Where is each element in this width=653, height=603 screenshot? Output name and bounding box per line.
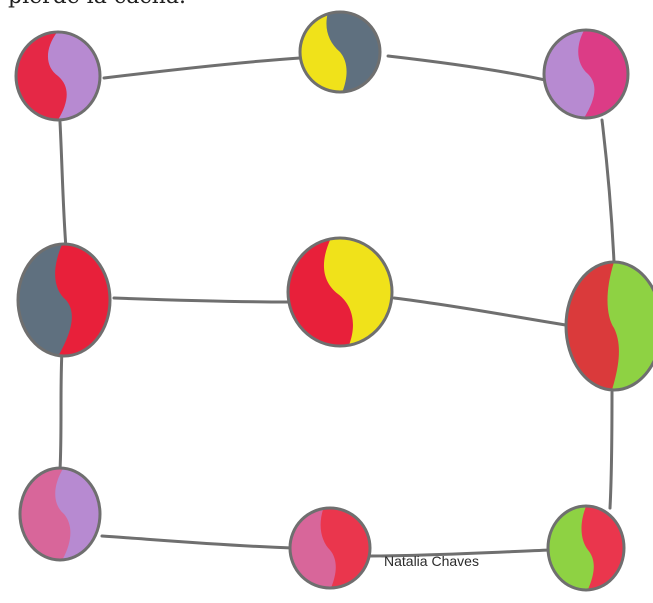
line-center-to-middle-right [394, 298, 572, 326]
line-middle-left-to-bottom-left [60, 350, 62, 470]
line-middle-right-to-bottom-right [610, 392, 612, 508]
line-top-left-to-middle-left [60, 122, 66, 248]
marble-top-left [8, 26, 108, 126]
photo-credit: Natalia Chaves [384, 553, 479, 569]
marble-top-center [290, 2, 390, 102]
line-bottom-left-to-bottom-center [102, 536, 292, 548]
line-middle-left-to-center [114, 298, 288, 302]
marble-bottom-left [10, 464, 110, 564]
marble-bottom-center [280, 498, 380, 598]
marble-center [280, 232, 400, 352]
line-top-right-to-middle-right [602, 120, 614, 262]
marble-bottom-right [536, 498, 636, 598]
marble-middle-right [554, 256, 653, 396]
marble-middle-left [4, 240, 124, 360]
line-top-center-to-top-right [388, 56, 545, 80]
line-top-left-to-top-center [104, 58, 300, 78]
marble-top-right [536, 24, 636, 124]
